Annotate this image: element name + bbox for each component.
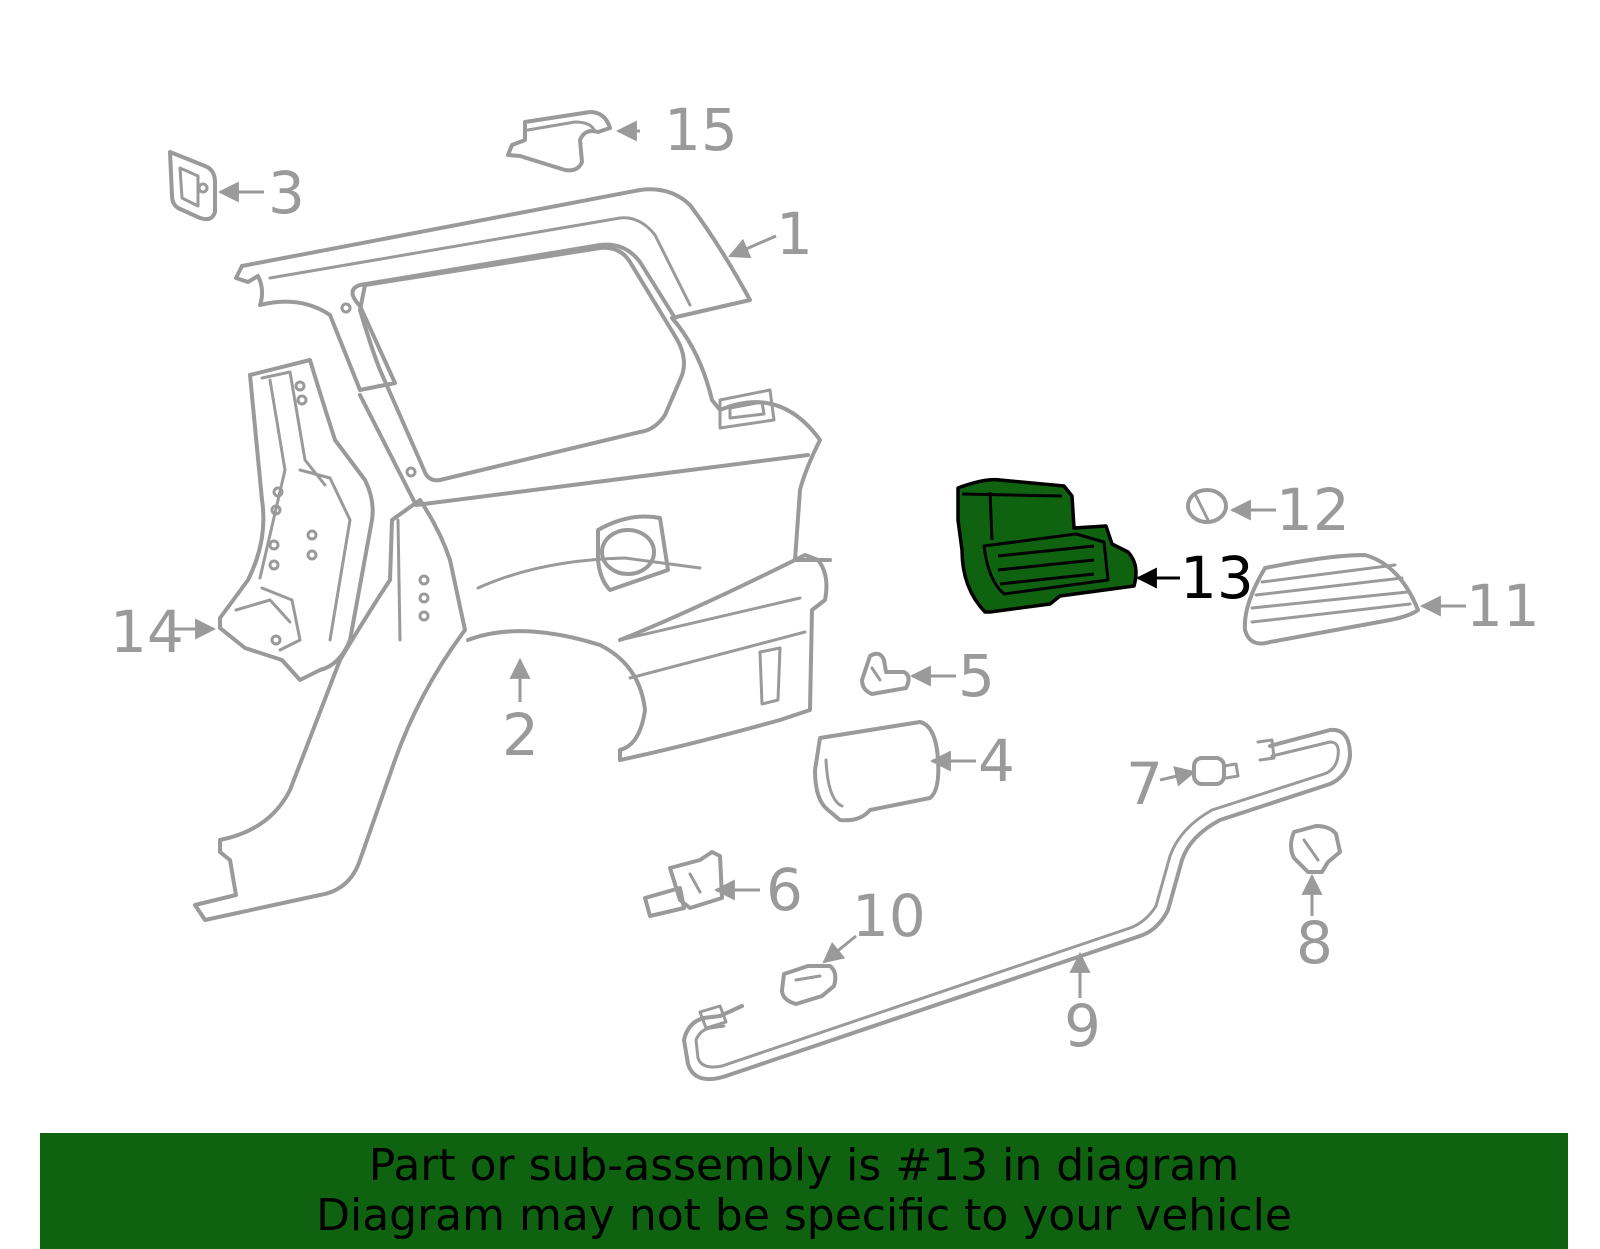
callout-1: 1 — [776, 200, 813, 268]
part-15-bracket — [506, 110, 612, 173]
part-5-clip — [860, 651, 911, 696]
leader-1 — [728, 234, 777, 259]
part-13-housing-highlighted — [956, 477, 1138, 614]
callout-14: 14 — [110, 598, 184, 666]
part-9-release-cable — [682, 727, 1352, 1081]
part-4-fuel-door — [813, 720, 941, 823]
part-6-hinge — [643, 850, 724, 918]
part-8-clip — [1289, 824, 1342, 874]
callout-5: 5 — [958, 642, 995, 710]
part-10-clip — [780, 964, 838, 1006]
callout-8: 8 — [1296, 909, 1333, 977]
callout-13: 13 — [1180, 544, 1254, 612]
callout-9: 9 — [1064, 992, 1101, 1060]
banner-line-part: Part or sub-assembly is #13 in diagram — [368, 1140, 1240, 1191]
callout-2: 2 — [502, 701, 539, 769]
part-11-lens — [1242, 553, 1420, 646]
callout-15: 15 — [664, 96, 738, 164]
leader-10 — [822, 934, 857, 964]
info-banner: Part or sub-assembly is #13 in diagram D… — [40, 1133, 1568, 1249]
callout-12: 12 — [1276, 476, 1350, 544]
part-12-cap — [1186, 488, 1228, 524]
callout-10: 10 — [852, 882, 926, 950]
callout-6: 6 — [766, 856, 803, 924]
part-3-plate — [168, 150, 217, 222]
leader-7 — [1159, 766, 1197, 787]
part-1-quarter-panel — [234, 187, 832, 562]
part-14-inner-pillar — [218, 358, 375, 682]
callout-7: 7 — [1126, 750, 1163, 818]
part-7-plug — [1192, 756, 1240, 786]
callout-4: 4 — [978, 727, 1015, 795]
callout-3: 3 — [268, 159, 305, 227]
banner-line-disclaimer: Diagram may not be specific to your vehi… — [316, 1190, 1292, 1241]
callout-11: 11 — [1466, 572, 1540, 640]
